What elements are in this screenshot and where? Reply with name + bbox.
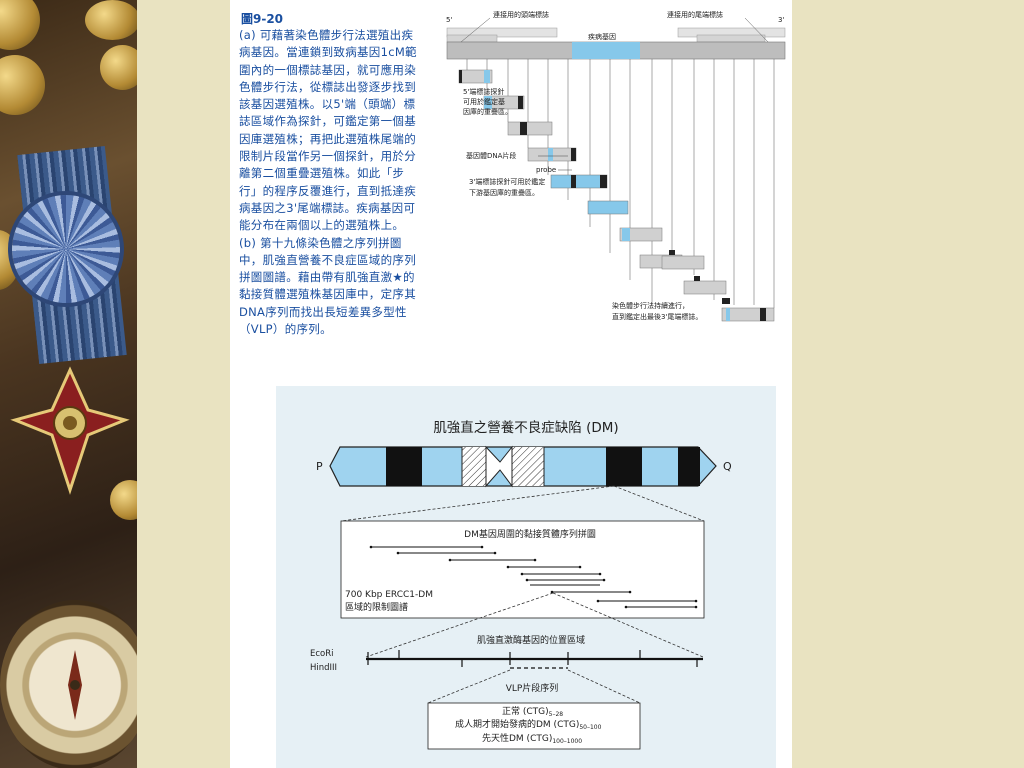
vlp-repeat-box bbox=[427, 702, 641, 750]
five-prime-probe-note-line2: 可用於鑑定基 bbox=[463, 97, 505, 106]
ecori-label: EcoRi bbox=[310, 649, 334, 659]
adult-onset-label: 成人期才開始發病的DM (CTG) bbox=[455, 718, 579, 730]
walking-end-note-line2: 直到鑑定出最後3'尾端標誌。 bbox=[612, 312, 702, 321]
probe-label: probe bbox=[536, 166, 556, 174]
congenital-repeat-row: 先天性DM (CTG)100–1000 bbox=[482, 732, 582, 745]
gold-coin-decoration bbox=[0, 0, 40, 50]
cross-medal bbox=[10, 366, 130, 495]
gold-coin-decoration bbox=[85, 0, 137, 40]
gold-coin-decoration bbox=[100, 45, 137, 90]
gold-coin-decoration bbox=[0, 55, 45, 115]
compass-needle-icon bbox=[68, 650, 82, 720]
five-prime-end-label: 5' bbox=[446, 16, 452, 24]
caption-part-a: (a) 可藉著染色體步行法選殖出疾病基因。當連鎖到致病基因1cM範圍內的一個標誌… bbox=[239, 28, 417, 233]
contig-title: DM基因周圍的黏接質體序列拼圖 bbox=[464, 528, 596, 540]
decorative-medal-photo bbox=[0, 0, 137, 768]
p-arm-label: P bbox=[316, 460, 323, 473]
guide-lines bbox=[466, 59, 775, 308]
congenital-label: 先天性DM (CTG) bbox=[482, 732, 552, 744]
congenital-range: 100–1000 bbox=[552, 738, 582, 745]
dm-title: 肌強直之營養不良症缺陷 (DM) bbox=[433, 419, 618, 436]
chromosome-19 bbox=[329, 445, 717, 488]
tail-marker-label: 連接用的尾端標誌 bbox=[667, 10, 723, 19]
gold-coin-decoration bbox=[110, 480, 137, 520]
normal-range: 5–28 bbox=[549, 711, 564, 718]
figure-label: 圖9-20 bbox=[241, 12, 284, 26]
five-prime-probe-note-line3: 因庫的重疊區。 bbox=[463, 107, 512, 116]
cosmid-clone-ends bbox=[369, 545, 698, 609]
five-prime-probe-note-line1: 5'端標誌探針 bbox=[463, 87, 504, 96]
caption-part-b: (b) 第十九條染色體之序列拼圖中，肌強直營養不良症區域的序列拼圖圖譜。藉由帶有… bbox=[239, 235, 416, 337]
adult-onset-repeat-row: 成人期才開始發病的DM (CTG)50–100 bbox=[455, 718, 602, 731]
kinase-region-label: 肌強直激酶基因的位置區域 bbox=[477, 634, 585, 646]
restriction-sites bbox=[367, 650, 698, 667]
hindiii-label: HindIII bbox=[310, 663, 337, 673]
ribbon-rosette bbox=[12, 195, 120, 303]
head-marker-label: 連接用的頭端標誌 bbox=[493, 10, 549, 19]
vlp-title: VLP片段序列 bbox=[506, 682, 559, 694]
q-arm-label: Q bbox=[723, 460, 732, 473]
contig-note-line2: 區域的限制圖譜 bbox=[345, 601, 408, 613]
genomic-fragment-label: 基因體DNA片段 bbox=[466, 151, 516, 160]
disease-gene-label: 疾病基因 bbox=[588, 32, 616, 41]
normal-repeat-row: 正常 (CTG)5–28 bbox=[502, 705, 563, 718]
three-prime-probe-note-line2: 下游基因庫的重疊區。 bbox=[469, 188, 539, 197]
head-marker-block bbox=[446, 34, 498, 43]
three-prime-probe-note-line1: 3'端標誌探針可用於鑑定 bbox=[469, 177, 545, 186]
adult-onset-range: 50–100 bbox=[579, 724, 601, 731]
walking-end-note-line1: 染色體步行法持續進行， bbox=[612, 301, 689, 310]
three-prime-end-label: 3' bbox=[778, 16, 784, 24]
cosmid-clone-lines bbox=[371, 546, 696, 608]
disease-gene-region bbox=[572, 42, 640, 59]
head-marker-band bbox=[446, 27, 558, 38]
tail-marker-block bbox=[696, 34, 766, 43]
chromosome-walking-diagram: 5' 3' 連接用的頭端標誌 連接用的尾端標誌 疾病基因 bbox=[446, 10, 786, 322]
dm-region-figure: 肌強直之營養不良症缺陷 (DM) P Q DM基因周圍的黏接質體序列拼圖 bbox=[276, 386, 776, 768]
figure-caption: (a) 可藉著染色體步行法選殖出疾病基因。當連鎖到致病基因1cM範圍內的一個標誌… bbox=[239, 27, 421, 338]
normal-label: 正常 (CTG) bbox=[502, 705, 549, 717]
contig-note-line1: 700 Kbp ERCC1-DM bbox=[345, 590, 433, 600]
cosmid-contig-box bbox=[340, 520, 705, 619]
clone-bars bbox=[458, 69, 775, 322]
